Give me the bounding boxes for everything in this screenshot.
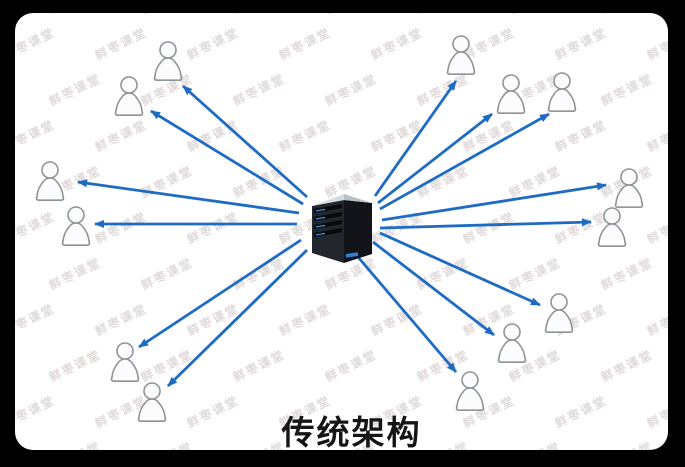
connection-arrows [77,80,607,388]
connection-arrow [138,238,302,349]
connection-arrow [150,109,304,206]
user-icon [110,342,140,383]
diagram-panel: 鲜枣课堂鲜枣课堂鲜枣课堂鲜枣课堂鲜枣课堂鲜枣课堂鲜枣课堂鲜枣课堂鲜枣课堂鲜枣课堂… [15,13,668,450]
user-icon [35,161,65,201]
diagram-svg [35,35,644,423]
connection-arrow [77,179,300,215]
user-icon [496,74,526,114]
user-icon [114,76,144,116]
connection-arrow [373,80,458,197]
connection-arrow [379,112,550,211]
connection-arrow [379,231,541,307]
user-icon [446,35,476,75]
connection-arrow [379,218,593,230]
user-icon [547,72,577,112]
diagram-title: 传统架构 [281,414,422,450]
user-icon [455,371,485,412]
connection-arrow [377,112,493,205]
user-icon [61,206,91,246]
user-icon [544,293,574,334]
connection-arrow [167,248,308,388]
user-icon [614,168,644,208]
user-icon [597,207,627,247]
connection-arrow [182,84,308,199]
user-icon [497,323,527,364]
user-icon [153,41,183,81]
connection-arrow [372,240,495,337]
connection-arrow [356,256,458,373]
server-icon [312,194,372,263]
connection-arrow [381,182,607,222]
